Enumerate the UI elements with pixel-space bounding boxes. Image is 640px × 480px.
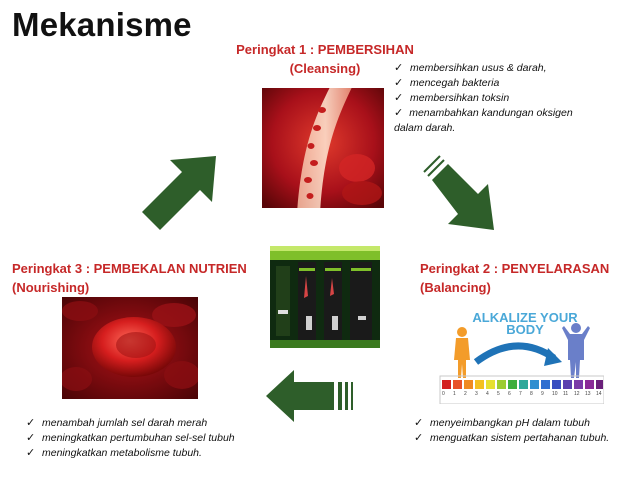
list-item: ✓mencegah bakteria [394,77,500,89]
stage3-heading-line1: Peringkat 3 : PEMBEKALAN NUTRIEN [12,261,247,276]
cleansing-image [262,88,384,208]
stage2-heading: Peringkat 2 : PENYELARASAN (Balancing) [420,259,630,297]
checkmark-icon: ✓ [394,107,404,119]
stage1-heading-line2: (Cleansing) [289,61,361,76]
checkmark-icon: ✓ [26,417,36,429]
list-item: ✓membersihkan toksin [394,92,510,104]
page-title: Mekanisme [12,6,192,43]
stage1-heading-line1: Peringkat 1 : PEMBERSIHAN [236,42,414,57]
stage3-heading-line2: (Nourishing) [12,280,90,295]
arrow-down-right-icon [423,155,494,230]
checkmark-icon: ✓ [26,447,36,459]
list-item: ✓meningkatkan pertumbuhan sel-sel tubuh [26,432,235,444]
list-item: ✓menguatkan sistem pertahanan tubuh. [414,432,610,444]
stage1-bullets: ✓membersihkan usus & darah, ✓mencegah ba… [394,61,604,136]
stage2-heading-line1: Peringkat 2 : PENYELARASAN [420,261,610,276]
balancing-image: ALKALIZE YOUR BODY [436,310,604,404]
checkmark-icon: ✓ [414,432,424,444]
stage2-bullets: ✓menyeimbangkan pH dalam tubuh ✓menguatk… [414,416,636,446]
nourishing-image [62,297,198,399]
alkalize-title: ALKALIZE YOUR BODY [472,310,578,337]
list-item: ✓meningkatkan metabolisme tubuh. [26,447,202,459]
stage3-heading: Peringkat 3 : PEMBEKALAN NUTRIEN (Nouris… [12,259,262,297]
checkmark-icon: ✓ [394,77,404,89]
product-image [270,246,380,348]
list-item: ✓menambah jumlah sel darah merah [26,417,208,429]
checkmark-icon: ✓ [414,417,424,429]
checkmark-icon: ✓ [394,62,404,74]
arrow-up-right-icon [142,156,216,230]
list-item: ✓menyeimbangkan pH dalam tubuh [414,417,590,429]
checkmark-icon: ✓ [394,92,404,104]
list-item: ✓membersihkan usus & darah, [394,62,547,74]
checkmark-icon: ✓ [26,432,36,444]
arrow-left-icon [266,370,353,422]
stage2-heading-line2: (Balancing) [420,280,491,295]
list-item: ✓menambahkan kandungan oksigen dalam dar… [394,107,573,134]
stage3-bullets: ✓menambah jumlah sel darah merah ✓mening… [26,416,296,461]
stage1-heading: Peringkat 1 : PEMBERSIHAN (Cleansing) [232,40,418,78]
